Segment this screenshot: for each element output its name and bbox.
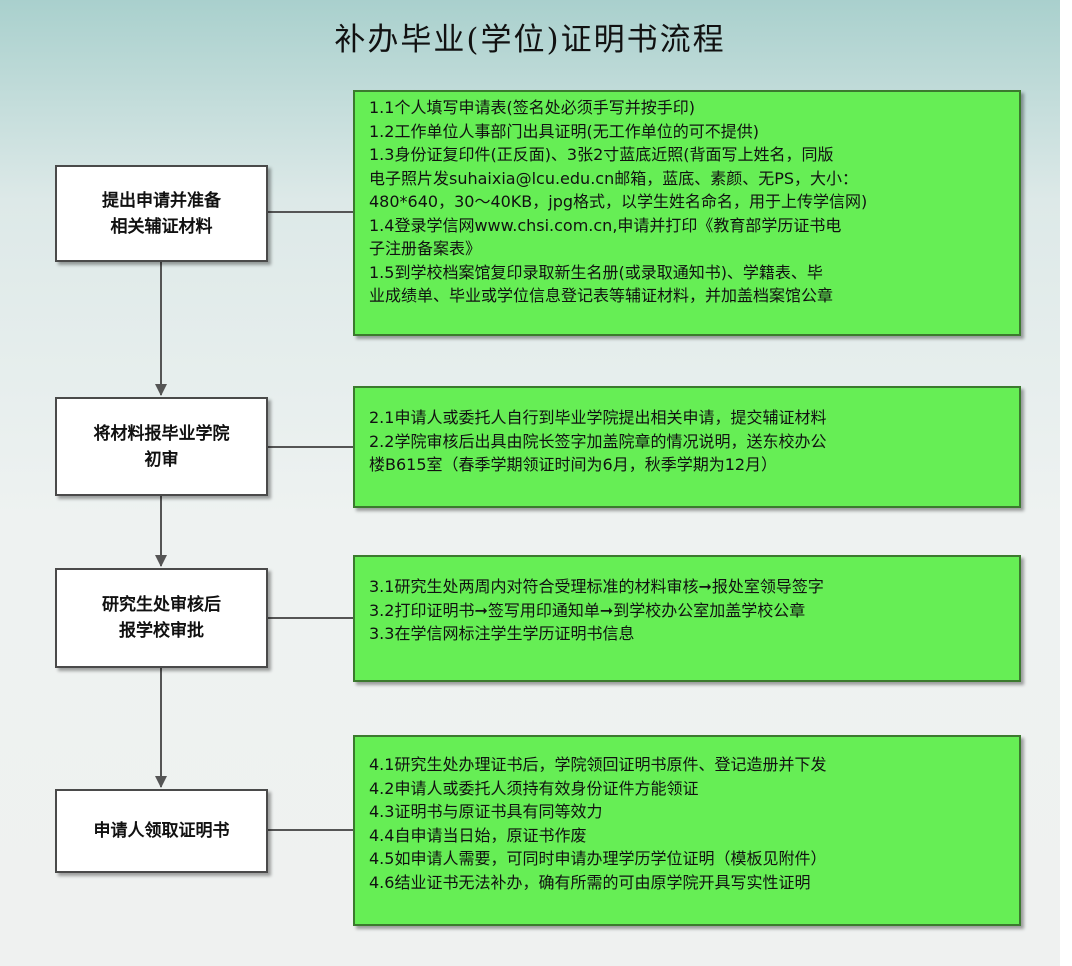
detail-line: 1.1个人填写申请表(签名处必须手写并按手印)	[369, 98, 695, 117]
step-box-2: 将材料报毕业学院 初审	[55, 397, 268, 496]
detail-line: 4.1研究生处办理证书后，学院领回证明书原件、登记造册并下发	[369, 755, 827, 774]
step-2-name-line: 初审	[144, 449, 179, 470]
detail-line: 1.4登录学信网www.chsi.com.cn,申请并打印《教育部学历证书电	[369, 215, 842, 235]
step-details-4: 4.1研究生处办理证书后，学院领回证明书原件、登记造册并下发 4.2申请人或委托…	[353, 735, 1021, 926]
detail-line: 1.3身份证复印件(正反面)、3张2寸蓝底近照(背面写上姓名，同版	[369, 145, 834, 164]
detail-line: 楼B615室（春季学期领证时间为6月，秋季学期为12月）	[369, 455, 778, 474]
detail-line: 子注册备案表》	[369, 239, 482, 258]
right-margin	[1060, 0, 1072, 966]
step-details-3: 3.1研究生处两周内对符合受理标准的材料审核➞报处室领导签字 3.2打印证明书➞…	[353, 555, 1021, 682]
detail-line: 2.2学院审核后出具由院长签字加盖院章的情况说明，送东校办公	[369, 431, 827, 451]
step-4-name-line: 申请人领取证明书	[93, 821, 230, 841]
step-box-1: 提出申请并准备 相关辅证材料	[55, 165, 268, 262]
detail-line: 1.2工作单位人事部门出具证明(无工作单位的可不提供)	[369, 121, 759, 141]
step-3-name-line: 研究生处审核后	[102, 595, 221, 615]
detail-line: 3.3在学信网标注学生学历证明书信息	[369, 624, 635, 643]
step-1-name-line: 提出申请并准备	[102, 190, 221, 211]
detail-line: 4.6结业证书无法补办，确有所需的可由原学院开具写实性证明	[369, 872, 811, 892]
detail-line: 2.1申请人或委托人自行到毕业学院提出相关申请，提交辅证材料	[369, 408, 827, 427]
step-details-1: 1.1个人填写申请表(签名处必须手写并按手印) 1.2工作单位人事部门出具证明(…	[353, 90, 1021, 336]
step-1-name-line: 相关辅证材料	[110, 216, 213, 237]
step-box-3: 研究生处审核后 报学校审批	[55, 568, 268, 668]
step-box-4: 申请人领取证明书	[55, 789, 268, 873]
detail-line: 1.5到学校档案馆复印录取新生名册(或录取通知书)、学籍表、毕	[369, 262, 823, 282]
detail-line: 3.1研究生处两周内对符合受理标准的材料审核➞报处室领导签字	[369, 577, 824, 596]
detail-line: 4.3证明书与原证书具有同等效力	[369, 802, 603, 821]
step-3-name-line: 报学校审批	[119, 621, 204, 641]
detail-line: 480*640，30～40KB，jpg格式，以学生姓名命名，用于上传学信网)	[369, 192, 868, 211]
step-details-2: 2.1申请人或委托人自行到毕业学院提出相关申请，提交辅证材料 2.2学院审核后出…	[353, 386, 1021, 508]
step-2-name-line: 将材料报毕业学院	[93, 423, 230, 444]
detail-line: 3.2打印证明书➞签写用印通知单➞到学校办公室加盖学校公章	[369, 600, 806, 620]
detail-line: 4.5如申请人需要，可同时申请办理学历学位证明（模板见附件）	[369, 849, 827, 868]
diagram-title: 补办毕业(学位)证明书流程	[334, 22, 726, 58]
detail-line: 业成绩单、毕业或学位信息登记表等辅证材料，并加盖档案馆公章	[369, 286, 834, 305]
detail-line: 4.4自申请当日始，原证书作废	[369, 825, 587, 845]
detail-line: 4.2申请人或委托人须持有效身份证件方能领证	[369, 778, 699, 798]
detail-line: 电子照片发suhaixia@lcu.edu.cn邮箱，蓝底、素颜、无PS，大小：	[369, 168, 859, 188]
